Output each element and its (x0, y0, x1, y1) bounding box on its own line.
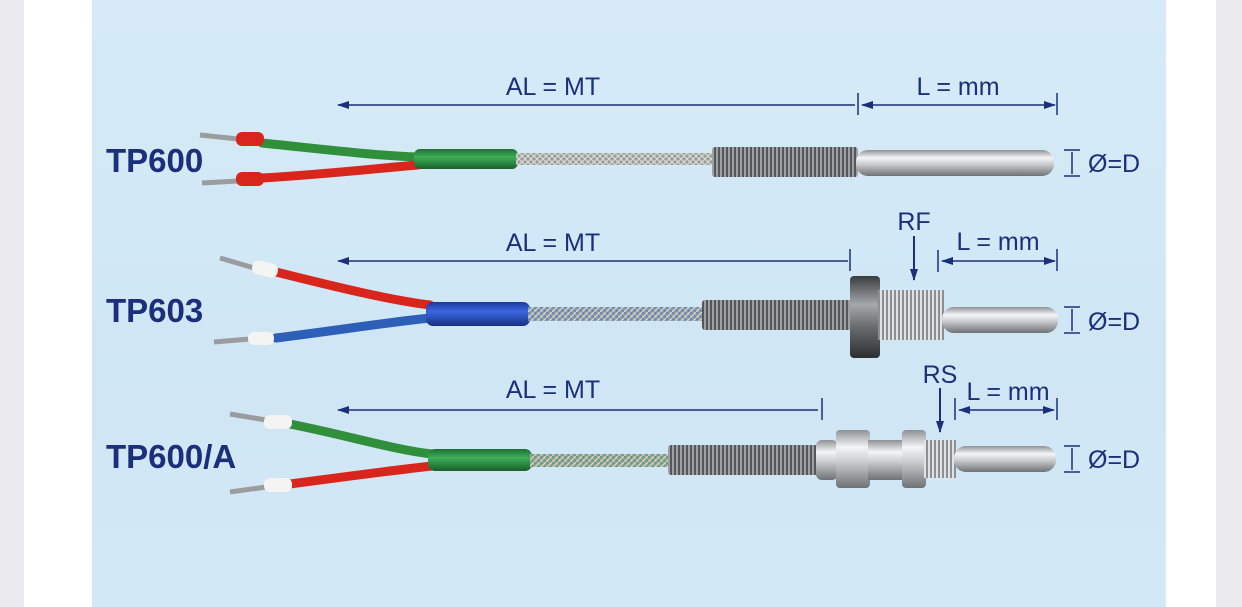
lead-wires (213, 255, 435, 345)
diameter-label: Ø=D (1088, 446, 1140, 474)
sensor-tp600a: TP600/A AL = MT RS L = mm (106, 361, 1140, 495)
diameter-marker (1064, 306, 1080, 334)
l-label: L = mm (956, 228, 1039, 256)
lead-wires (199, 132, 423, 186)
model-label: TP600/A (106, 438, 236, 475)
fitting-label: RF (897, 208, 930, 236)
sheath (414, 149, 518, 169)
braided-cable (530, 454, 670, 467)
model-label: TP600 (106, 142, 203, 179)
diameter-marker (1064, 445, 1080, 473)
braided-cable (528, 307, 704, 321)
sensor-tp603: TP603 AL = MT RF L = mm Ø=D (106, 208, 1140, 358)
sheath (426, 302, 530, 326)
l-label: L = mm (916, 73, 999, 101)
spring-protector (668, 445, 818, 475)
model-label: TP603 (106, 292, 203, 329)
sheath (428, 449, 532, 471)
diameter-label: Ø=D (1088, 150, 1140, 178)
diameter-marker (1064, 149, 1080, 177)
al-label: AL = MT (506, 229, 600, 257)
thread-fitting (878, 290, 944, 340)
probe-tube (954, 446, 1056, 472)
fitting-label: RS (923, 361, 958, 389)
probe-tube (942, 307, 1058, 333)
l-label: L = mm (966, 378, 1049, 406)
lead-wires (229, 411, 437, 495)
diameter-label: Ø=D (1088, 308, 1140, 336)
probe-tube (856, 150, 1054, 176)
al-label: AL = MT (506, 376, 600, 404)
sensor-tp600: TP600 AL = MT L = mm Ø=D (106, 73, 1140, 186)
spring-protector (712, 147, 858, 177)
compression-fitting (816, 430, 926, 488)
al-label: AL = MT (506, 73, 600, 101)
thread-fitting (924, 440, 956, 478)
braided-cable (516, 153, 714, 165)
spring-protector (702, 300, 854, 330)
hex-nut (850, 276, 880, 358)
